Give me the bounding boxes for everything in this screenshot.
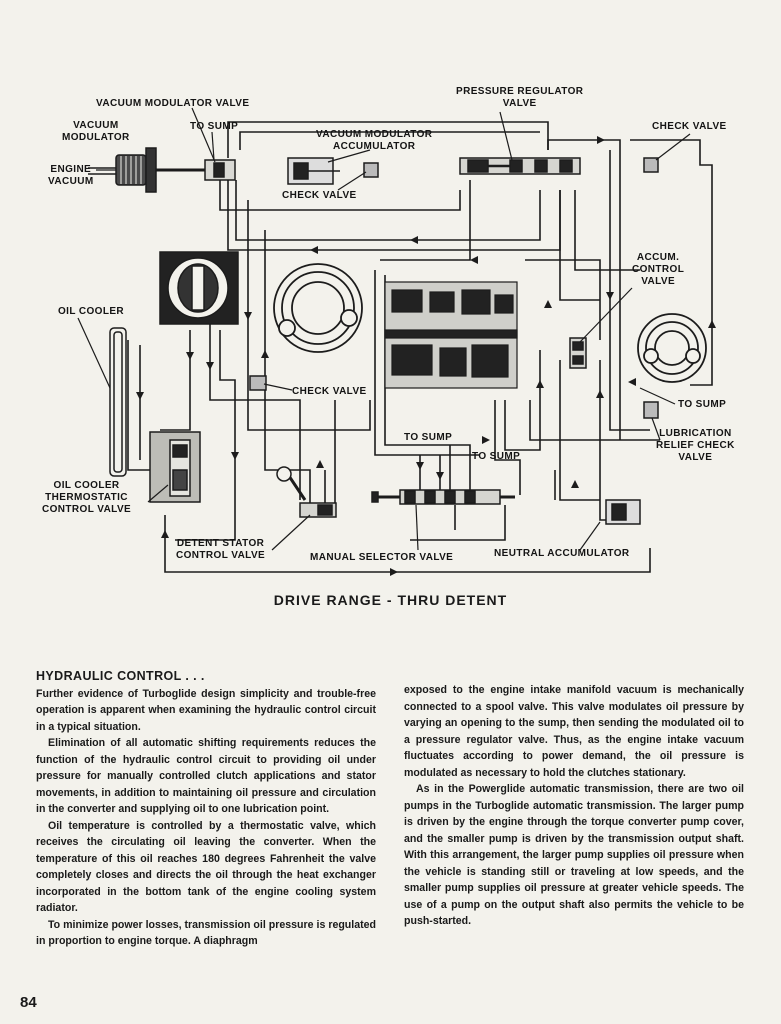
label-to-sump-right: TO SUMP bbox=[678, 399, 727, 410]
article-paragraph: To minimize power losses, transmission o… bbox=[36, 918, 376, 948]
label-vacuum-modulator-valve: VACUUM MODULATOR VALVE bbox=[96, 98, 250, 109]
article-paragraph: Further evidence of Turboglide design si… bbox=[36, 687, 376, 733]
label-engine-vacuum: ENGINE VACUUM bbox=[48, 164, 94, 187]
label-vacuum-modulator-accumulator: VACUUM MODULATOR ACCUMULATOR bbox=[316, 129, 433, 152]
label-detent-stator-control-valve: DETENT STATOR CONTROL VALVE bbox=[176, 538, 266, 561]
label-vacuum-modulator: VACUUM MODULATOR bbox=[62, 120, 130, 143]
label-check-valve-top: CHECK VALVE bbox=[282, 190, 357, 201]
diagram-caption: DRIVE RANGE - THRU DETENT bbox=[273, 592, 508, 608]
label-oil-cooler-thermostatic-control-valve: OIL COOLER THERMOSTATIC CONTROL VALVE bbox=[42, 480, 132, 515]
article-paragraph: exposed to the engine intake manifold va… bbox=[404, 684, 744, 779]
bottom-return-line bbox=[164, 515, 651, 573]
circuit-drawing bbox=[77, 107, 716, 576]
label-pressure-regulator-valve: PRESSURE REGULATOR VALVE bbox=[456, 86, 584, 109]
label-check-valve-mid: CHECK VALVE bbox=[292, 386, 367, 397]
article-paragraph: Oil temperature is controlled by a therm… bbox=[36, 819, 376, 915]
article-heading: HYDRAULIC CONTROL . . . bbox=[36, 669, 205, 683]
hydraulic-circuit-diagram: VACUUM MODULATOR VALVE VACUUM MODULATOR … bbox=[42, 86, 735, 576]
article-right-column: exposed to the engine intake manifold va… bbox=[404, 682, 744, 930]
label-check-valve-right: CHECK VALVE bbox=[652, 121, 727, 132]
article-paragraph: As in the Powerglide automatic transmiss… bbox=[404, 783, 744, 927]
article-paragraph: Elimination of all automatic shifting re… bbox=[36, 737, 376, 815]
label-to-sump-top: TO SUMP bbox=[190, 121, 239, 132]
page-number: 84 bbox=[20, 994, 37, 1011]
label-lubrication-relief-check-valve: LUBRICATION RELIEF CHECK VALVE bbox=[656, 428, 735, 463]
label-to-sump-center: TO SUMP bbox=[404, 432, 453, 443]
label-neutral-accumulator: NEUTRAL ACCUMULATOR bbox=[494, 548, 630, 559]
label-to-sump-center-2: TO SUMP bbox=[472, 451, 521, 462]
label-accum-control-valve: ACCUM. CONTROL VALVE bbox=[632, 252, 685, 287]
label-oil-cooler: OIL COOLER bbox=[58, 306, 125, 317]
article-left-column: HYDRAULIC CONTROL . . . Further evidence… bbox=[36, 668, 376, 950]
label-manual-selector-valve: MANUAL SELECTOR VALVE bbox=[310, 552, 454, 563]
